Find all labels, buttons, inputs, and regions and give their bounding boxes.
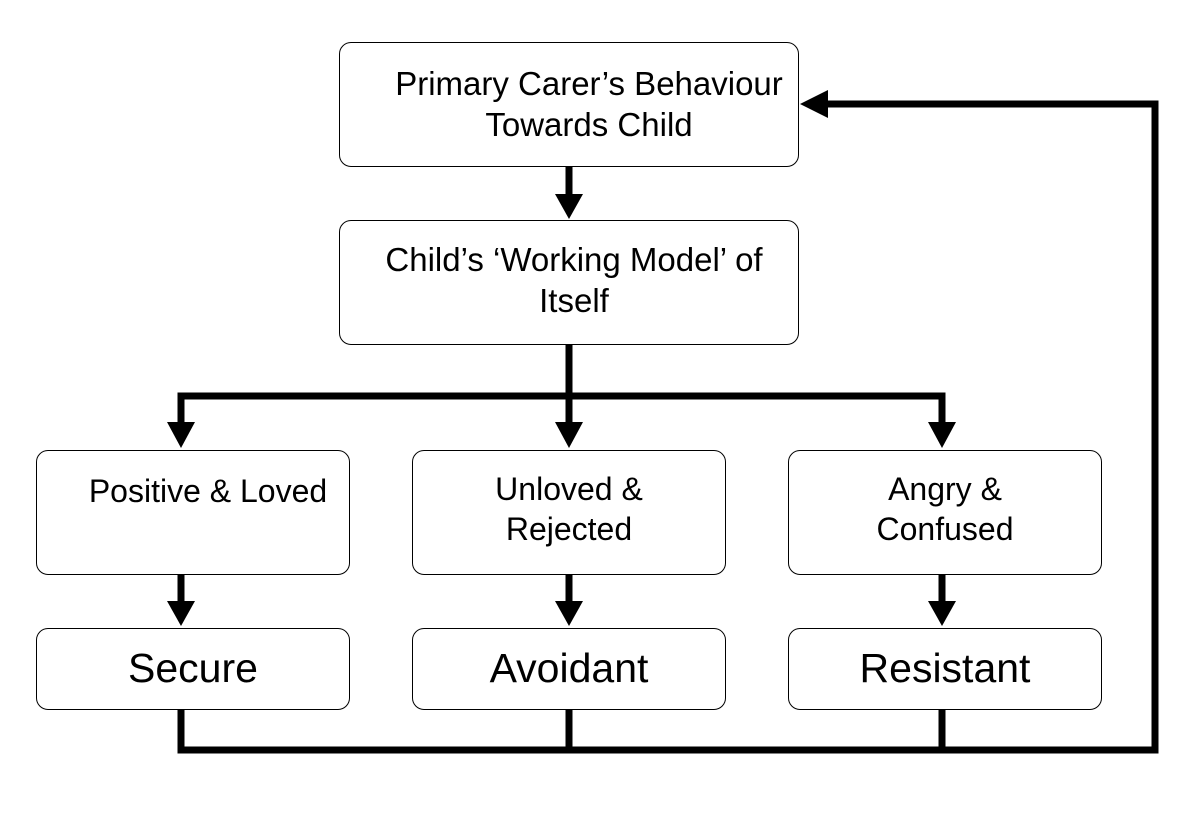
- node-label-line: Confused: [876, 511, 1014, 547]
- node-secure: Secure: [36, 628, 350, 710]
- arrowhead-carer: [800, 90, 828, 118]
- arrowhead-secure: [167, 601, 195, 626]
- arrowhead-unloved: [555, 422, 583, 448]
- node-label: Resistant: [859, 645, 1031, 691]
- node-angry-confused: Angry & Confused: [788, 450, 1102, 575]
- node-unloved-rejected: Unloved & Rejected: [412, 450, 726, 575]
- node-label-line: Rejected: [505, 511, 633, 547]
- node-label-line: Child’s ‘Working Model’ of: [385, 241, 763, 278]
- arrowhead-avoidant: [555, 601, 583, 626]
- node-label-line: Primary Carer’s Behaviour: [395, 65, 783, 102]
- node-label-line: Unloved &: [495, 471, 643, 507]
- node-primary-carer-behaviour: Primary Carer’s Behaviour Towards Child: [339, 42, 799, 167]
- node-label: Avoidant: [489, 645, 649, 691]
- node-label-line: Positive & Loved: [88, 473, 328, 509]
- node-working-model: Child’s ‘Working Model’ of Itself: [339, 220, 799, 345]
- node-label: Angry & Confused: [789, 469, 1101, 549]
- node-label: Child’s ‘Working Model’ of Itself: [340, 239, 808, 322]
- arrowhead-positive: [167, 422, 195, 448]
- node-label-line: Towards Child: [485, 106, 693, 144]
- node-resistant: Resistant: [788, 628, 1102, 710]
- arrowhead-resistant: [928, 601, 956, 626]
- node-positive-loved: Positive & Loved: [36, 450, 350, 575]
- node-label: Positive & Loved: [67, 471, 349, 511]
- node-label: Primary Carer’s Behaviour Towards Child: [370, 63, 808, 146]
- arrowhead-angry: [928, 422, 956, 448]
- node-label-line: Itself: [539, 282, 609, 320]
- node-label-line: Angry &: [888, 471, 1002, 507]
- arrowhead-model: [555, 194, 583, 219]
- node-label: Unloved & Rejected: [413, 469, 725, 549]
- node-avoidant: Avoidant: [412, 628, 726, 710]
- node-label: Secure: [128, 645, 258, 691]
